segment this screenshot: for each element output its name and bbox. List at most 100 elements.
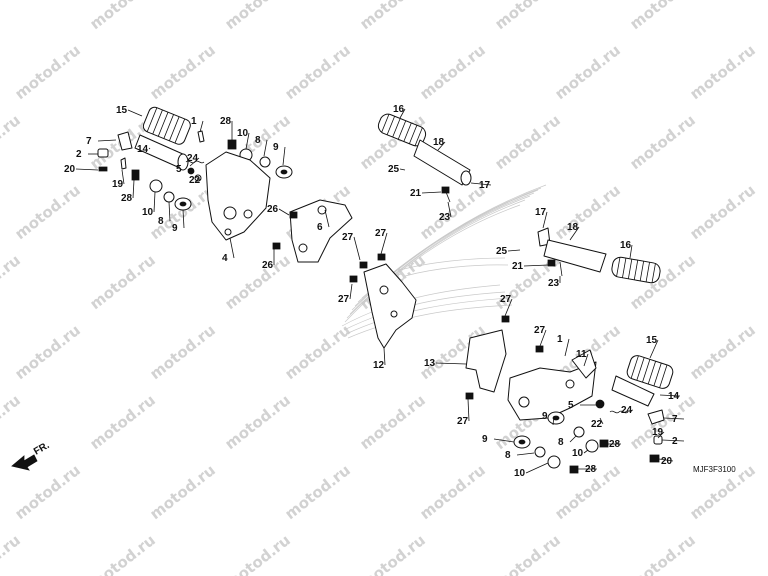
leader-line <box>349 283 353 300</box>
leader-line <box>649 339 659 359</box>
callout-27: 27 <box>534 325 546 336</box>
watermark-text: motod.ru <box>686 41 758 103</box>
leader-line <box>75 168 99 171</box>
callout-17: 17 <box>535 207 547 218</box>
leader-lines <box>75 108 685 474</box>
callout-23: 23 <box>548 278 560 289</box>
callout-10: 10 <box>514 468 526 479</box>
leader-line <box>583 449 589 454</box>
bolt-27-c1 <box>359 261 368 269</box>
watermark-text: motod.ru <box>221 251 293 313</box>
bolt-27-r2 <box>535 345 544 353</box>
damper-9-left-lower <box>174 197 192 211</box>
callout-26: 26 <box>267 204 279 215</box>
callout-10: 10 <box>142 207 154 218</box>
watermark-text: motod.ru <box>146 41 218 103</box>
callout-5: 5 <box>176 164 182 175</box>
step-plate-assembly <box>349 253 544 400</box>
watermark-text: motod.ru <box>356 391 428 453</box>
callout-14: 14 <box>137 144 149 155</box>
footpeg-rubber-left <box>142 106 191 145</box>
ball-5-left <box>187 167 195 175</box>
callout-9: 9 <box>482 434 488 445</box>
leader-line <box>663 417 685 420</box>
bolt-26-left-a <box>289 211 298 219</box>
watermark-text: motod.ru <box>0 251 24 313</box>
leader-line <box>539 329 547 347</box>
leader-line <box>421 191 442 194</box>
callout-4: 4 <box>222 253 228 264</box>
callout-11: 11 <box>576 349 587 360</box>
callout-27: 27 <box>342 232 354 243</box>
bolt-27-r1 <box>501 315 510 323</box>
footpeg-bracket-right <box>507 361 597 421</box>
leader-line <box>153 191 156 213</box>
leader-line <box>658 458 674 462</box>
callout-7: 7 <box>86 136 92 147</box>
washer-8-left <box>163 191 175 203</box>
watermark-text: motod.ru <box>86 391 158 453</box>
watermark-text: motod.ru <box>551 41 623 103</box>
leader-line <box>435 362 467 365</box>
bolt-28-left-b <box>227 139 237 150</box>
leader-line <box>121 169 125 185</box>
leader-line <box>199 120 204 133</box>
callout-20: 20 <box>661 456 673 467</box>
callout-12: 12 <box>373 360 385 371</box>
callout-27: 27 <box>500 294 512 305</box>
watermark-text: motod.ru <box>146 321 218 383</box>
leader-line <box>552 415 555 426</box>
bolt-28-left-a <box>131 169 140 181</box>
leader-line <box>148 147 151 150</box>
callout-8: 8 <box>158 216 164 227</box>
collar-10-left <box>149 179 163 193</box>
callout-7: 7 <box>672 414 678 425</box>
watermark-text: motod.ru <box>221 0 293 33</box>
callout-28: 28 <box>609 439 621 450</box>
right-footpeg-assembly <box>507 349 674 474</box>
diagram-code: MJF3F3100 <box>693 465 736 474</box>
callout-28: 28 <box>220 116 232 127</box>
watermark-text: motod.ru <box>221 531 293 576</box>
leader-line <box>629 244 633 259</box>
watermark-text: motod.ru <box>281 321 353 383</box>
callout-19: 19 <box>112 179 124 190</box>
bolt-27-r3 <box>465 392 474 400</box>
watermark-text: motod.ru <box>416 461 488 523</box>
callout-24: 24 <box>187 153 199 164</box>
leader-line <box>132 179 135 199</box>
leader-line <box>493 438 515 443</box>
callout-8: 8 <box>255 135 261 146</box>
leader-line <box>353 236 361 261</box>
footpeg-bracket-left <box>205 151 271 241</box>
leader-line <box>263 139 268 157</box>
watermark-text: motod.ru <box>0 111 24 173</box>
callout-16: 16 <box>620 240 632 251</box>
footpeg-left <box>134 134 189 171</box>
damper-9-left-upper <box>275 165 293 179</box>
callout-18: 18 <box>433 137 445 148</box>
bolt-27-c2 <box>349 275 358 283</box>
leader-line <box>624 409 634 413</box>
leader-line <box>516 452 535 456</box>
callout-8: 8 <box>558 437 564 448</box>
watermark-text: motod.ru <box>281 461 353 523</box>
leader-line <box>507 249 521 252</box>
callout-14: 14 <box>668 391 680 402</box>
callout-10: 10 <box>237 128 249 139</box>
callout-2: 2 <box>672 436 678 447</box>
bolt-20-left <box>98 166 108 172</box>
leader-line <box>569 435 577 443</box>
leader-line <box>399 168 406 171</box>
leader-line <box>380 232 388 255</box>
washer-8-left-upper <box>259 156 271 168</box>
callout-25: 25 <box>388 164 400 175</box>
callout-26: 26 <box>262 260 274 271</box>
watermark-text: motod.ru <box>11 461 83 523</box>
callout-21: 21 <box>410 188 422 199</box>
callout-28: 28 <box>121 193 133 204</box>
callout-22: 22 <box>591 419 603 430</box>
callout-9: 9 <box>542 411 548 422</box>
